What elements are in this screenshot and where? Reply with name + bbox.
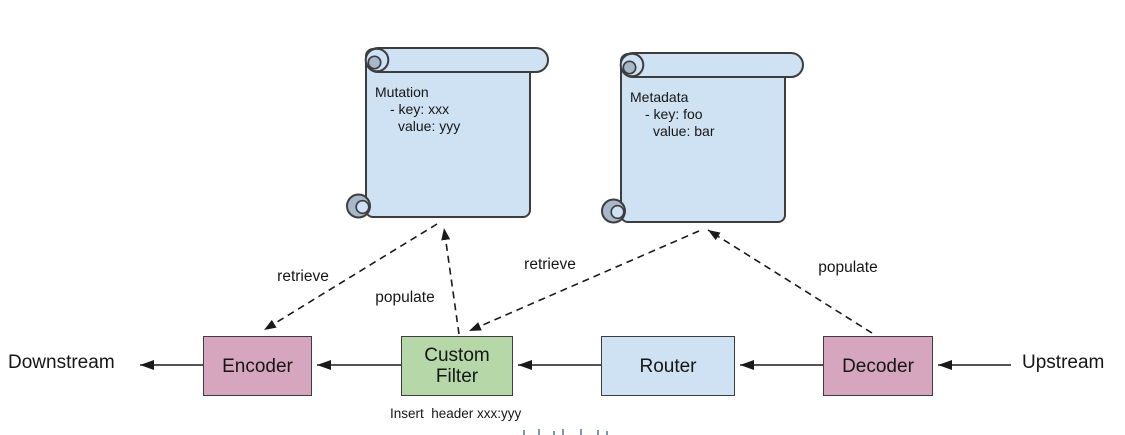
node-encoder-label: Encoder bbox=[222, 355, 293, 377]
edge-label-populate-metadata: populate bbox=[818, 259, 878, 276]
mutation-scroll: Mutation - key: xxx value: yyy bbox=[345, 46, 551, 228]
downstream-label: Downstream bbox=[8, 352, 115, 373]
node-encoder: Encoder bbox=[203, 336, 312, 396]
edge-retrieve-mutation-to-encoder bbox=[263, 223, 438, 331]
edge-retrieve-metadata-to-customfilter bbox=[468, 230, 700, 332]
edge-label-retrieve-metadata: retrieve bbox=[524, 256, 576, 273]
node-router-label: Router bbox=[639, 355, 697, 377]
clipped-text-marks bbox=[523, 429, 608, 435]
mutation-scroll-text: Mutation - key: xxx value: yyy bbox=[375, 84, 460, 135]
upstream-label: Upstream bbox=[1022, 352, 1105, 373]
node-router: Router bbox=[601, 336, 735, 396]
edge-populate-customfilter-to-mutation bbox=[441, 227, 460, 335]
scroll-value-line: value: bar bbox=[653, 123, 715, 139]
scroll-key-line: - key: foo bbox=[645, 106, 703, 122]
node-custom-filter-label: Custom Filter bbox=[424, 345, 490, 387]
edge-label-populate-mutation: populate bbox=[375, 289, 435, 306]
node-custom-filter: Custom Filter bbox=[401, 336, 513, 396]
scroll-shape-icon bbox=[601, 52, 804, 224]
scroll-title: Metadata bbox=[630, 89, 689, 105]
node-decoder: Decoder bbox=[823, 336, 933, 396]
scroll-key-line: - key: xxx bbox=[390, 101, 450, 117]
edge-populate-decoder-to-metadata bbox=[707, 229, 873, 334]
scroll-shape-icon bbox=[346, 47, 549, 219]
scroll-value-line: value: yyy bbox=[398, 118, 461, 134]
node-decoder-label: Decoder bbox=[842, 355, 914, 377]
scroll-title: Mutation bbox=[375, 84, 429, 100]
metadata-scroll-text: Metadata - key: foo value: bar bbox=[630, 89, 714, 140]
metadata-scroll: Metadata - key: foo value: bar bbox=[600, 51, 806, 233]
insert-header-caption: Insert header xxx:yyy bbox=[390, 406, 522, 421]
edge-label-retrieve-mutation: retrieve bbox=[277, 268, 329, 285]
